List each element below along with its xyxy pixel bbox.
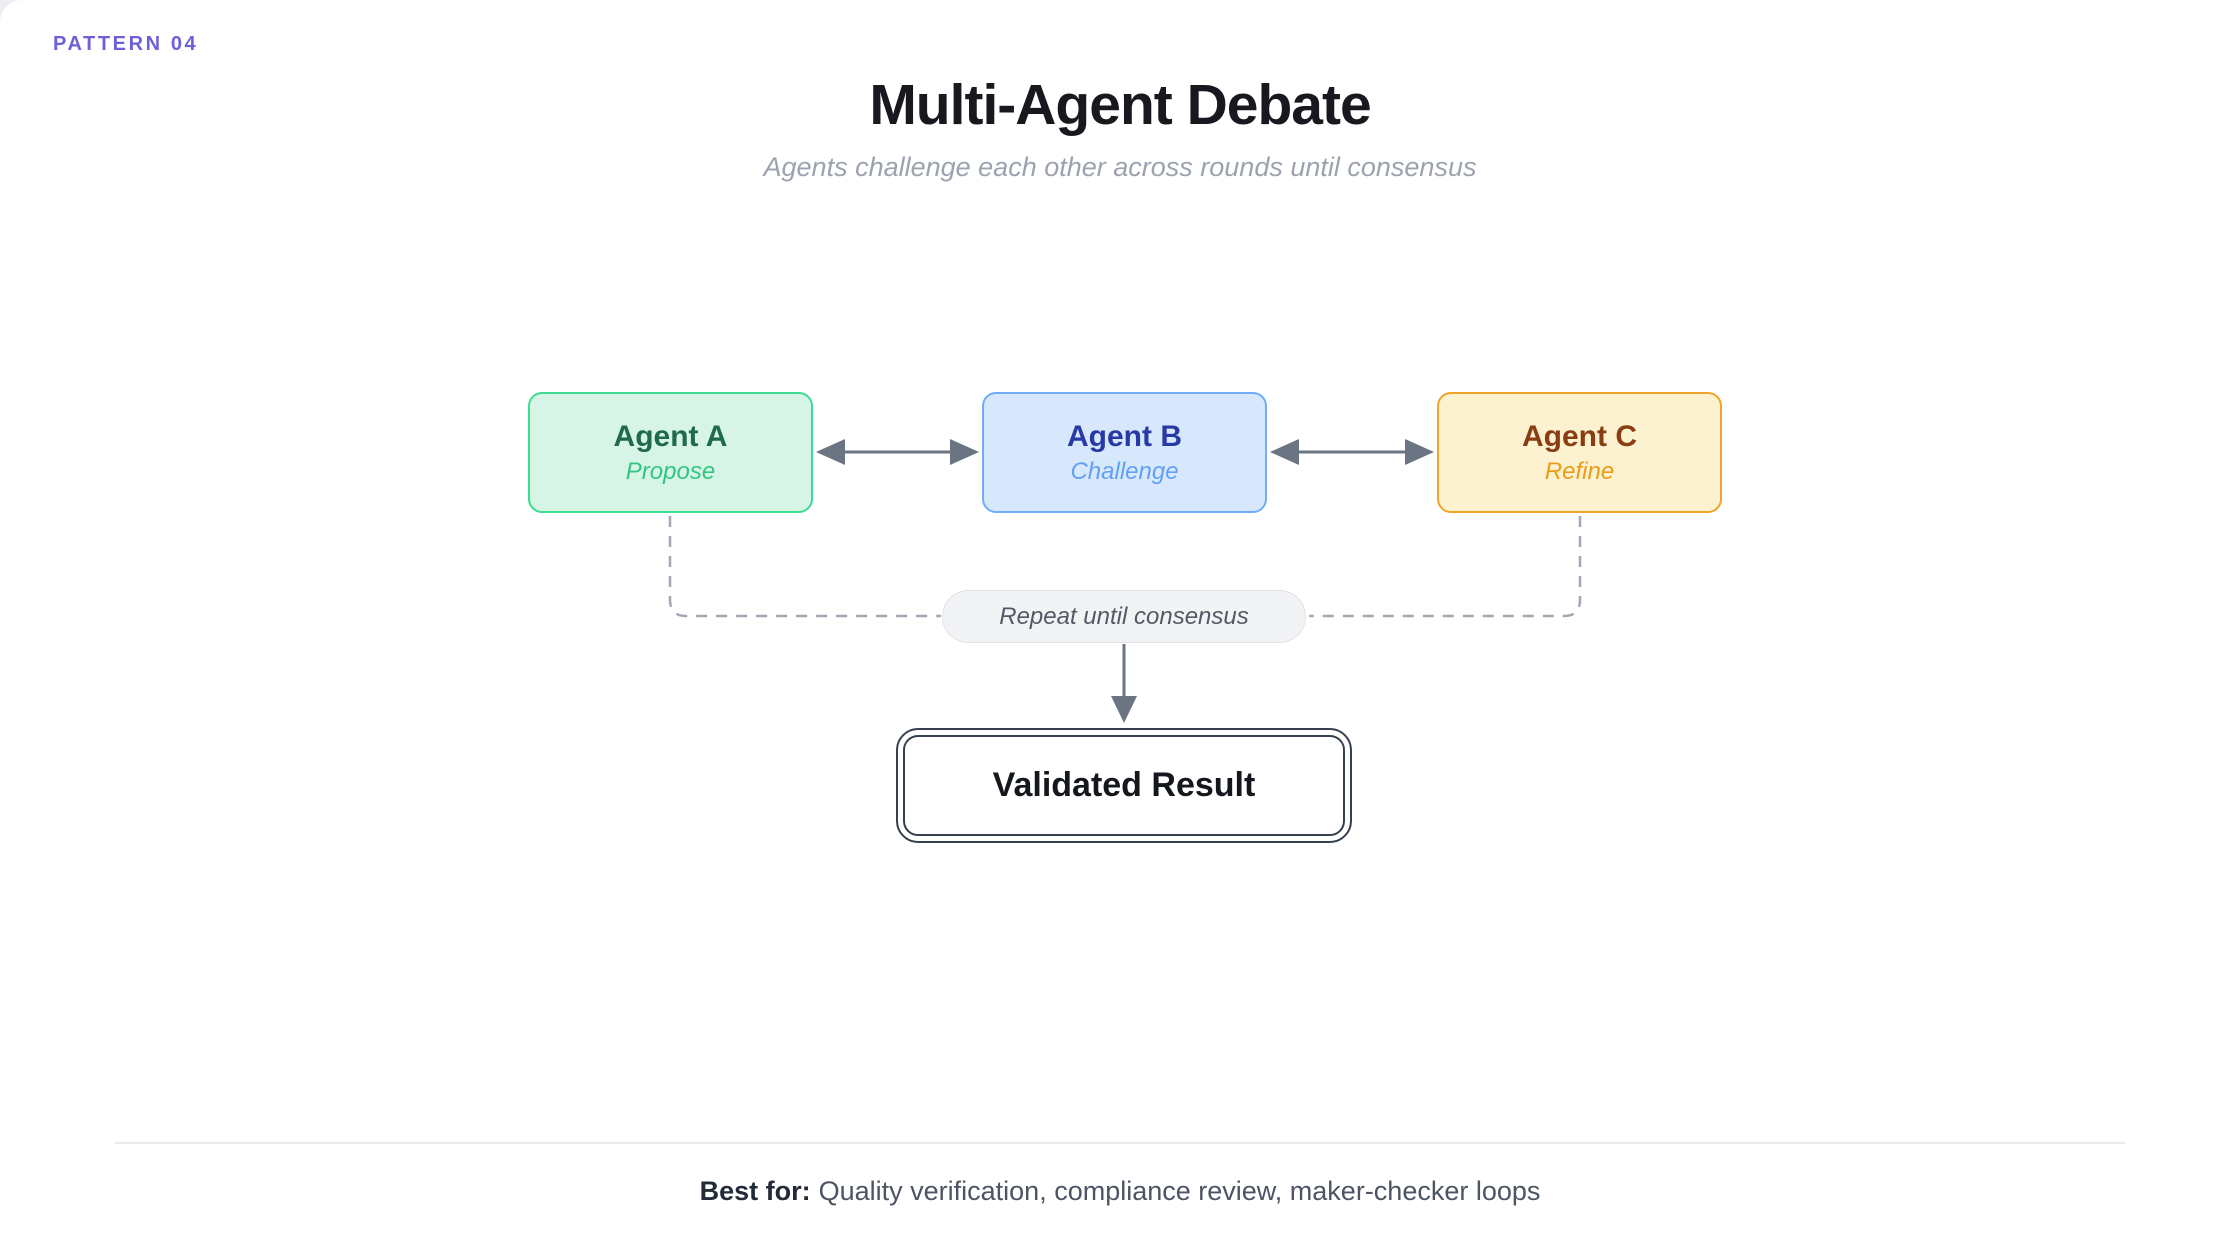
- page-subtitle: Agents challenge each other across round…: [763, 152, 1477, 182]
- footer-divider: [115, 1142, 2125, 1144]
- arrowhead-right-icon: [1405, 439, 1434, 465]
- validated-result-label: Validated Result: [992, 766, 1256, 804]
- arrowhead-left-icon: [816, 439, 845, 465]
- agent-c-role: Refine: [1544, 457, 1615, 485]
- arrowhead-down-icon: [1111, 696, 1137, 723]
- dashed-loop-right: [1309, 516, 1582, 618]
- agent-a-node: Agent A Propose: [528, 392, 813, 513]
- arrowhead-left-icon: [1270, 439, 1299, 465]
- best-for-line: Best for:Quality verification, complianc…: [0, 1176, 2240, 1207]
- loop-condition-label: Repeat until consensus: [999, 602, 1249, 630]
- agent-a-name: Agent A: [613, 419, 728, 453]
- arrowhead-right-icon: [950, 439, 979, 465]
- arrow-b-c: [1270, 439, 1434, 465]
- agent-c-name: Agent C: [1522, 419, 1637, 453]
- best-for-label: Best for:: [699, 1176, 811, 1206]
- arrow-a-b: [816, 439, 979, 465]
- agent-c-node: Agent C Refine: [1437, 392, 1722, 513]
- pattern-number-label: PATTERN 04: [53, 33, 199, 55]
- arrow-to-result: [1111, 644, 1137, 723]
- agent-b-role: Challenge: [1070, 457, 1179, 485]
- dashed-loop-left: [668, 516, 941, 618]
- validated-result-node: Validated Result: [896, 728, 1352, 843]
- validated-result-inner: Validated Result: [903, 735, 1345, 836]
- best-for-text: Quality verification, compliance review,…: [818, 1176, 1541, 1206]
- page-title: Multi-Agent Debate: [869, 73, 1371, 137]
- agent-a-role: Propose: [625, 457, 716, 485]
- loop-condition-pill: Repeat until consensus: [942, 590, 1306, 643]
- agent-b-name: Agent B: [1067, 419, 1182, 453]
- agent-b-node: Agent B Challenge: [982, 392, 1267, 513]
